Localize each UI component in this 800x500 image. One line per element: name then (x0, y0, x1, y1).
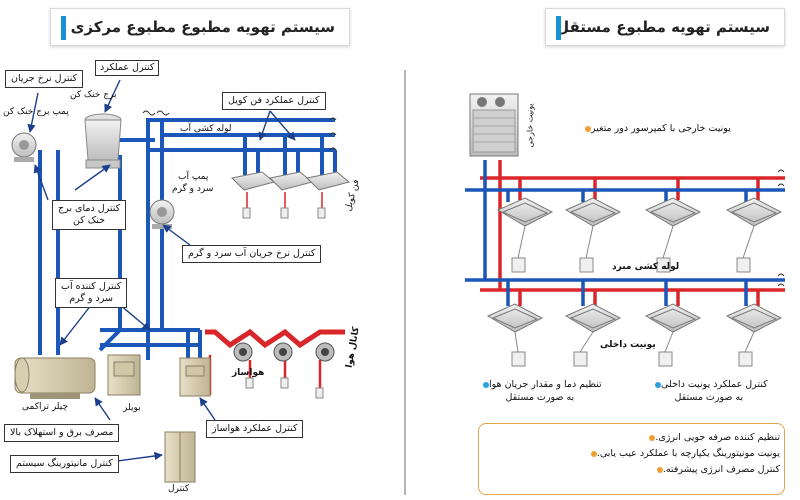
label-tower-performance-2: برج خنک کن (70, 90, 117, 100)
outdoor-vrf-unit (469, 93, 519, 157)
control-cabinet (164, 431, 196, 483)
indoor-controller-wires (514, 225, 755, 353)
callout-power-consumption: مصرف برق و استهلاک بالا (4, 424, 120, 442)
ahu-fans (233, 342, 335, 362)
blue-dot-icon (483, 381, 489, 388)
callout-tower-performance: کنترل عملکرد (95, 60, 160, 76)
central-title-accent (61, 16, 66, 40)
indoor-cassette-units (486, 197, 783, 333)
hot-cold-water-pump (149, 199, 175, 229)
label-outdoor-unit-tag: یونیت خارجی (525, 103, 535, 148)
fancoil-control-boxes (242, 207, 326, 219)
orange-dot-icon (649, 434, 656, 441)
callout-flow-control: کنترل نرخ جریان (5, 70, 84, 88)
controller-feature-box (478, 423, 785, 495)
blue-dot-icon (655, 381, 661, 388)
label-tower-pump: پمپ برج خنک کن (3, 107, 69, 117)
label-water-pipe: لوله کشی آب (180, 124, 232, 134)
callout-ahu-performance: کنترل عملکرد هواساز (206, 420, 304, 438)
callout-hotcold-flow: کنترل نرخ جریان آب سرد و گرم (182, 245, 322, 263)
boiler (107, 354, 141, 396)
callout-fancoil-performance: کنترل عملکرد فن کویل (222, 92, 326, 110)
callout-system-monitoring: کنترل مانیتورینگ سیستم (10, 455, 119, 473)
wall-controllers (511, 257, 753, 367)
tower-pump (11, 132, 37, 162)
vrf-break-marks (777, 169, 785, 287)
label-chiller: چیلر تراکمی (22, 402, 69, 412)
callout-water-controller: کنترل کننده آب سرد و گرم (55, 278, 128, 308)
central-blue-pipes (38, 118, 337, 360)
fancoil-thermostats (246, 192, 323, 210)
callout-arrows (27, 79, 296, 463)
central-title-text: سیستم تهویه مطبوع مطبوع مرکزی (70, 18, 335, 36)
bullet-indoor-performance: کنترل عملکرد یونیت داخلی به صورت مستقل (650, 378, 768, 404)
orange-dot-icon (585, 125, 591, 132)
chiller (14, 357, 96, 399)
box-bullet-1: تنظیم کننده صرفه جویی انرژی. (644, 431, 780, 444)
label-indoor-unit: یونیت داخلی (600, 340, 656, 350)
label-refrigerant-pipe: لوله کشی مبرد (612, 262, 680, 272)
independent-title-text: سیستم تهویه مطبوع مستقل (556, 18, 770, 36)
box-bullet-2: یونیت مونیتورینگ یکپارچه با عملکرد عیب ی… (586, 447, 780, 460)
refrigerant-red-pipes (480, 160, 785, 306)
pipe-break-marks (142, 110, 337, 151)
refrigerant-blue-pipes (465, 160, 785, 306)
label-pump-1: پمپ آب (178, 172, 209, 182)
box-bullet-3: کنترل مصرف انرژی پیشرفته. (652, 463, 780, 476)
orange-dot-icon (656, 466, 663, 473)
orange-dot-icon (590, 450, 597, 457)
duct-risers (208, 355, 322, 395)
air-handling-unit (179, 357, 211, 397)
independent-system-title: سیستم تهویه مطبوع مستقل (545, 8, 785, 46)
fancoil-units (230, 171, 351, 191)
bullet-outdoor-unit: یونیت خارجی با کمپرسور دور متغیر (580, 122, 731, 135)
label-pump-2: سرد و گرم (172, 184, 214, 194)
duct-control-boxes (245, 377, 324, 399)
central-system-title: سیستم تهویه مطبوع مطبوع مرکزی (50, 8, 350, 46)
independent-title-accent (556, 16, 561, 40)
label-ahu: هواساز (232, 368, 265, 378)
callout-tower-temperature: کنترل دمای برج خنک کن (52, 200, 127, 230)
label-control: کنترل (168, 484, 190, 494)
air-duct (205, 328, 345, 349)
bullet-temp-airflow: تنظیم دما و مقدار جریان هوا به صورت مستق… (478, 378, 602, 404)
cooling-tower (84, 113, 122, 169)
label-boiler: بویلر (123, 403, 141, 413)
